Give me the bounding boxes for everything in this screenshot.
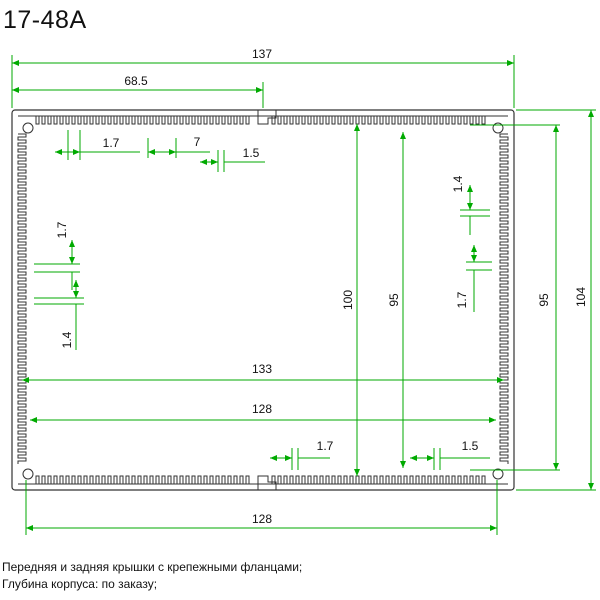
dim-1-7-right-label: 1.7	[455, 291, 469, 308]
dimension-arrowhead	[270, 455, 277, 461]
corner-boss-2	[22, 468, 34, 480]
dimension-arrowhead	[354, 124, 360, 131]
top-center-notch	[257, 110, 277, 125]
dimension-arrowhead	[73, 149, 80, 155]
dimension-arrowhead	[427, 455, 434, 461]
enclosure-outline	[11, 109, 515, 491]
dimension-arrowhead	[410, 455, 417, 461]
dimension-arrowhead	[354, 469, 360, 476]
dimension-arrowhead	[490, 525, 497, 531]
dim-100-label: 100	[341, 290, 355, 310]
corner-boss-1	[492, 122, 504, 134]
dim-95-inner-label: 95	[387, 293, 401, 307]
dimension-arrowhead	[169, 149, 176, 155]
dimension-arrowhead	[200, 159, 207, 165]
dim-128-inner-label: 128	[252, 402, 272, 416]
dim-1-7-bottom-label: 1.7	[317, 439, 334, 453]
dimension-arrowhead	[553, 125, 559, 132]
dimension-arrowhead	[26, 525, 33, 531]
fin-row-top-right	[271, 115, 488, 125]
dimension-arrowhead	[148, 149, 155, 155]
dim-133-label: 133	[252, 362, 272, 376]
dimension-arrowhead	[73, 280, 79, 287]
dim-68-5-label: 68.5	[124, 74, 148, 88]
dimension-arrowhead	[507, 60, 514, 66]
dimension-arrowhead	[467, 185, 473, 192]
dimension-arrowhead	[55, 149, 62, 155]
dimension-arrowhead	[588, 110, 594, 117]
dim-1-4-right-label: 1.4	[451, 175, 465, 192]
dimension-arrowhead	[22, 377, 29, 383]
dimension-arrowhead	[69, 257, 75, 264]
dimension-arrowhead	[12, 87, 19, 93]
dim-1-4-left-label: 1.4	[60, 331, 74, 348]
note-covers: Передняя и задняя крышки с крепежными фл…	[2, 560, 303, 574]
fin-column-left	[17, 133, 27, 464]
dimension-arrowhead	[588, 483, 594, 490]
dim-1-7-top-label: 1.7	[103, 136, 120, 150]
bottom-center-notch	[257, 475, 277, 490]
dimension-arrowhead	[73, 291, 79, 298]
profile-title: 17-48A	[3, 6, 87, 34]
dimension-arrowhead	[471, 255, 477, 262]
dim-104-label: 104	[574, 287, 588, 307]
dimension-arrowhead	[12, 60, 19, 66]
fin-row-top-left	[35, 115, 252, 125]
dim-95-outer-label: 95	[537, 293, 551, 307]
dimension-arrowhead	[489, 417, 496, 423]
dim-137-label: 137	[252, 47, 272, 61]
dim-7-label: 7	[194, 135, 201, 149]
dimension-arrowhead	[285, 455, 292, 461]
dimension-arrowhead	[467, 203, 473, 210]
dimension-arrowhead	[471, 245, 477, 252]
corner-boss-3	[492, 468, 504, 480]
dimension-arrowhead	[497, 377, 504, 383]
fin-column-right	[499, 133, 509, 464]
dimension-arrowhead	[400, 461, 406, 468]
dim-1-5-top-label: 1.5	[243, 146, 260, 160]
dim-1-5-bottom-label: 1.5	[462, 439, 479, 453]
corner-boss-0	[22, 122, 34, 134]
dimension-arrowhead	[256, 87, 263, 93]
dimension-arrowhead	[30, 417, 37, 423]
fin-row-bottom-left	[35, 475, 252, 485]
heat-sink-fins	[17, 110, 509, 490]
note-depth: Глубина корпуса: по заказу;	[2, 577, 158, 591]
dimension-arrowhead	[211, 159, 218, 165]
dimension-arrowhead	[553, 463, 559, 470]
dim-128-bottom-label: 128	[252, 512, 272, 526]
dimension-arrowhead	[400, 132, 406, 139]
dim-1-7-left-label: 1.7	[55, 221, 69, 238]
dimension-arrowhead	[69, 240, 75, 247]
fin-row-bottom-right	[271, 475, 488, 485]
